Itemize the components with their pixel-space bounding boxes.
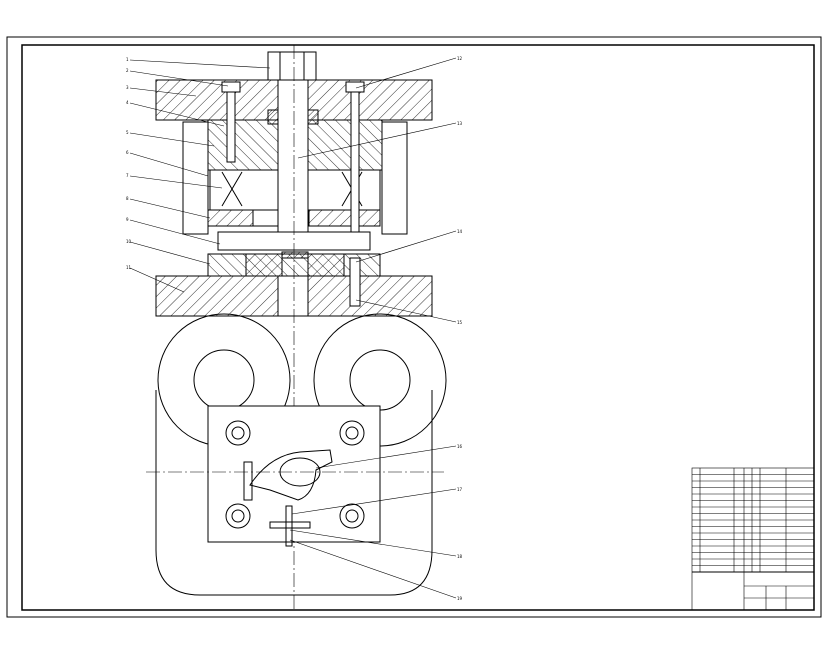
cap-screw-left — [221, 81, 241, 93]
center-punch — [277, 79, 309, 251]
leader-label-12: 12 — [457, 56, 463, 61]
leader-label-8: 8 — [126, 196, 129, 201]
leader-label-19: 19 — [457, 596, 463, 601]
leader-label-13: 13 — [457, 121, 463, 126]
leader-label-16: 16 — [457, 444, 463, 449]
leader-label-7: 7 — [126, 173, 129, 178]
leader-label-18: 18 — [457, 554, 463, 559]
leader-label-6: 6 — [126, 150, 129, 155]
leader-label-14: 14 — [457, 229, 463, 234]
leader-lines-right — [289, 57, 457, 599]
leader-label-1: 1 — [126, 57, 129, 62]
leader-label-2: 2 — [126, 68, 129, 73]
inner-border — [21, 44, 815, 611]
leader-label-4: 4 — [126, 100, 129, 105]
plan-view — [155, 313, 447, 596]
leader-label-15: 15 — [457, 320, 463, 325]
leader-lines-left — [129, 59, 271, 293]
leader-label-9: 9 — [126, 217, 129, 222]
leader-label-17: 17 — [457, 487, 463, 492]
leader-labels-right: 12 13 14 15 16 17 18 19 — [457, 56, 463, 601]
die-shank — [267, 51, 317, 81]
blank-profile — [249, 449, 333, 501]
leader-label-11: 11 — [126, 265, 132, 270]
outer-border — [6, 36, 822, 618]
leader-label-5: 5 — [126, 130, 129, 135]
cap-screw-right — [345, 81, 365, 93]
leader-labels-left: 1 2 3 4 5 6 7 8 9 10 11 — [126, 57, 132, 270]
leader-label-10: 10 — [126, 239, 132, 244]
lower-screw — [349, 257, 361, 307]
leader-label-3: 3 — [126, 85, 129, 90]
title-block — [691, 467, 815, 611]
